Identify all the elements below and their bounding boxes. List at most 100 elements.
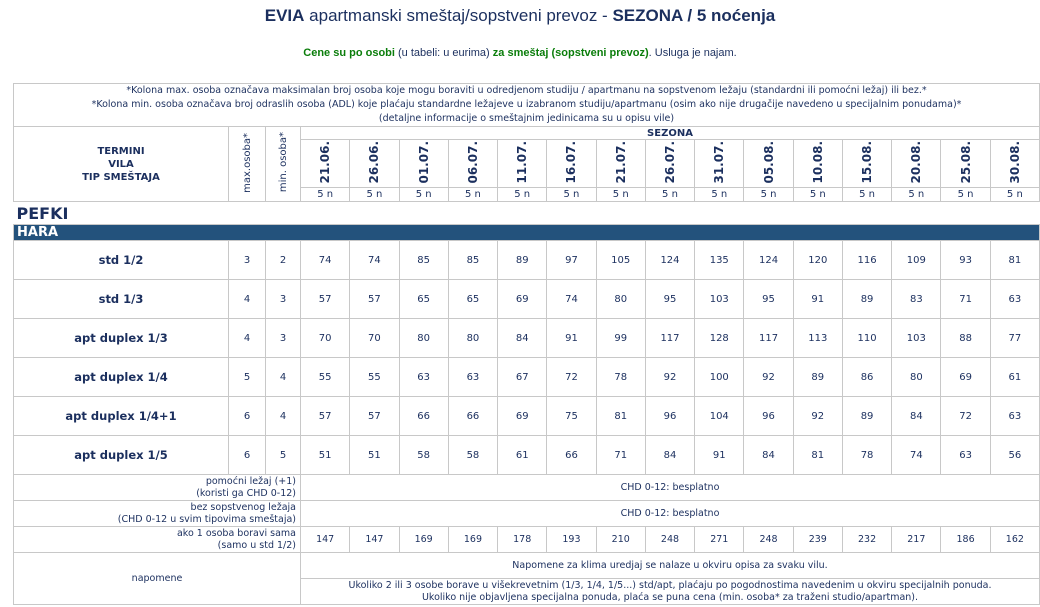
price-cell: 135 (694, 240, 745, 280)
title-destination: EVIA (264, 6, 305, 25)
sub-c: za smeštaj (sopstveni prevoz) (492, 47, 649, 59)
price-cell: 89 (497, 240, 548, 280)
price-cell: 84 (743, 435, 794, 475)
l: (koristi ga CHD 0-12) (196, 487, 296, 499)
h-termini: TERMINI (97, 145, 145, 157)
price-cell: 55 (299, 357, 351, 397)
price-cell: 97 (546, 240, 597, 280)
h-max: max.osoba* (241, 132, 253, 193)
price-cell: 96 (644, 396, 696, 436)
price-cell: 57 (349, 396, 400, 436)
date-label: 05.08. (761, 140, 776, 184)
nights-label: 5 n (447, 187, 499, 202)
date-label: 30.08. (1007, 140, 1022, 184)
price-cell: 56 (989, 435, 1040, 475)
price-cell: 92 (644, 357, 696, 397)
min-persons: 4 (265, 396, 301, 436)
price-cell: 74 (891, 435, 942, 475)
nights-label: 5 n (644, 187, 696, 202)
price-cell: 69 (940, 357, 991, 397)
price-cell: 63 (447, 357, 499, 397)
price-cell: 70 (349, 318, 400, 358)
room-type: std 1/2 (13, 240, 229, 280)
price-cell: 91 (694, 435, 745, 475)
price-cell: 77 (989, 318, 1040, 358)
date-header: 11.07. (497, 139, 548, 188)
nights-label: 5 n (792, 187, 843, 202)
h-tip: TIP SMEŠTAJA (82, 171, 160, 183)
location-heading: PEFKI (16, 203, 69, 223)
l: pomoćni ležaj (+1) (205, 475, 296, 487)
l: bez sopstvenog ležaja (190, 501, 296, 513)
date-header: 10.08. (792, 139, 843, 188)
price-cell: 109 (891, 240, 942, 280)
l: ako 1 osoba boravi sama (176, 527, 296, 539)
price-cell: 66 (546, 435, 597, 475)
nights-label: 5 n (299, 187, 351, 202)
date-header: 31.07. (694, 139, 745, 188)
price-cell: 96 (743, 396, 794, 436)
price-cell: 124 (644, 240, 696, 280)
price-cell: 67 (497, 357, 548, 397)
nights-label: 5 n (497, 187, 548, 202)
sub-d: . Usluga je najam. (648, 47, 737, 59)
title-season: SEZONA / 5 noćenja (612, 6, 776, 25)
date-header: 26.07. (644, 139, 696, 188)
price-cell: 65 (447, 279, 499, 319)
sub-a: Cene su po osobi (303, 47, 395, 59)
date-label: 11.07. (515, 140, 530, 184)
price-cell: 84 (497, 318, 548, 358)
price-cell: 57 (299, 279, 351, 319)
price-cell: 63 (398, 357, 449, 397)
note: (detaljne informacije o smeštajnim jedin… (378, 113, 675, 124)
date-label: 16.07. (564, 140, 579, 184)
price-cell: 91 (546, 318, 597, 358)
single-price-cell: 169 (398, 526, 449, 553)
date-label: 26.07. (662, 140, 677, 184)
price-cell: 63 (940, 435, 991, 475)
date-label: 01.07. (416, 140, 431, 184)
header-min: min. osoba* (265, 126, 301, 202)
remark-multi: Ukoliko 2 ili 3 osobe borave u višekreve… (300, 578, 1040, 605)
date-header: 16.07. (546, 139, 597, 188)
price-cell: 103 (694, 279, 745, 319)
price-cell: 117 (743, 318, 794, 358)
room-type: std 1/3 (13, 279, 229, 319)
price-cell: 86 (841, 357, 893, 397)
price-cell: 89 (841, 396, 893, 436)
price-cell: 116 (841, 240, 893, 280)
single-price-cell: 248 (644, 526, 696, 553)
single-price-cell: 162 (989, 526, 1040, 553)
extra-bed-value: CHD 0-12: besplatno (300, 474, 1040, 501)
price-cell: 80 (595, 279, 646, 319)
date-label: 25.08. (958, 140, 973, 184)
price-cell: 92 (792, 396, 843, 436)
no-bed-label: bez sopstvenog ležaja(CHD 0-12 u svim ti… (13, 500, 301, 527)
price-table: *Kolona max. osoba označava maksimalan b… (13, 83, 1040, 605)
price-cell: 80 (891, 357, 942, 397)
price-cell: 117 (644, 318, 696, 358)
room-type: apt duplex 1/5 (13, 435, 229, 475)
price-cell: 66 (398, 396, 449, 436)
price-cell: 128 (694, 318, 745, 358)
date-label: 15.08. (860, 140, 875, 184)
single-price-cell: 217 (891, 526, 942, 553)
price-cell: 89 (792, 357, 843, 397)
price-cell: 51 (299, 435, 351, 475)
no-bed-value: CHD 0-12: besplatno (300, 500, 1040, 527)
date-header: 01.07. (398, 139, 449, 188)
price-cell: 57 (349, 279, 400, 319)
date-header: 06.07. (447, 139, 499, 188)
nights-label: 5 n (595, 187, 646, 202)
price-cell: 61 (497, 435, 548, 475)
price-cell: 124 (743, 240, 794, 280)
date-header: 20.08. (891, 139, 942, 188)
date-header: 26.06. (349, 139, 400, 188)
price-cell: 80 (398, 318, 449, 358)
min-persons: 3 (265, 279, 301, 319)
h-min: min. osoba* (277, 132, 289, 193)
